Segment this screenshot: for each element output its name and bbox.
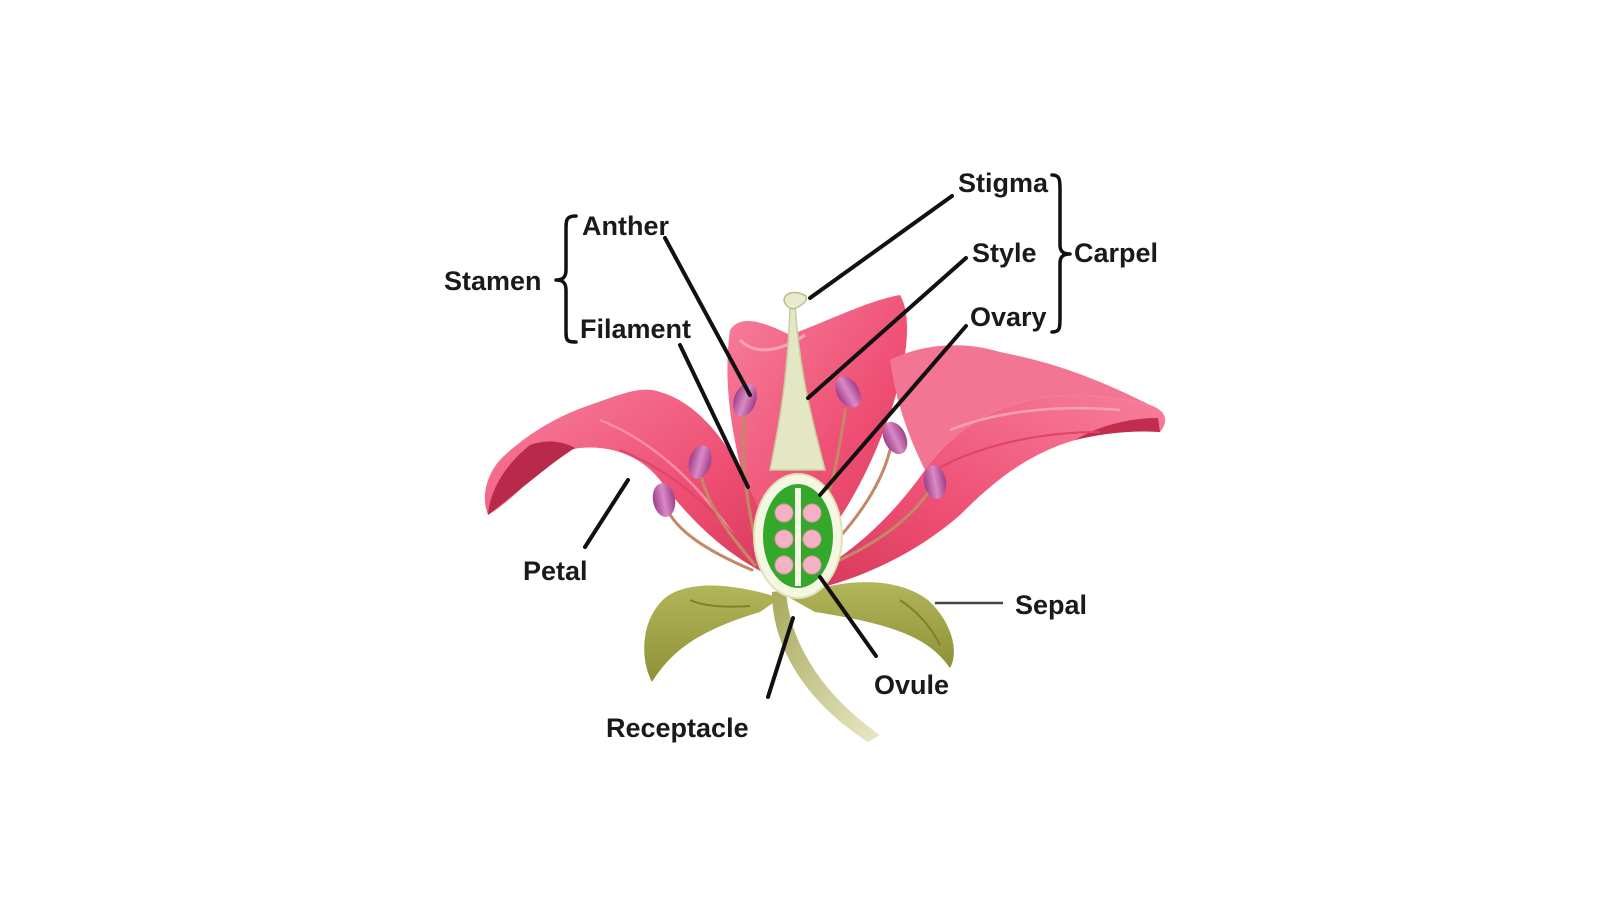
leader-petal [583,478,630,549]
label-sepal: Sepal [1015,590,1087,620]
label-filament: Filament [580,314,691,344]
brace-stamen [554,214,578,344]
sepal-right [790,582,954,668]
anthers [652,376,947,517]
label-stigma: Stigma [958,168,1049,198]
leader-receptacle [766,616,795,699]
label-receptacle: Receptacle [606,713,749,743]
label-petal: Petal [523,556,588,586]
leader-anther [663,236,752,397]
style [769,304,826,471]
leader-ovule [818,575,878,658]
label-style: Style [972,238,1037,268]
label-ovary: Ovary [970,302,1047,332]
label-stamen: Stamen [444,266,542,296]
stigma [783,291,808,310]
label-anther: Anther [582,211,669,241]
label-carpel: Carpel [1074,238,1158,268]
leader-stigma [808,194,954,300]
ovules [774,503,822,575]
leader-style [806,256,968,400]
leader-filament [678,343,750,489]
label-ovule: Ovule [874,670,949,700]
stem [772,590,880,742]
brace-carpel [1050,173,1072,334]
sepal-left [644,585,780,682]
petal-left [484,389,780,580]
petal-right [800,395,1166,588]
leader-ovary [818,324,968,497]
